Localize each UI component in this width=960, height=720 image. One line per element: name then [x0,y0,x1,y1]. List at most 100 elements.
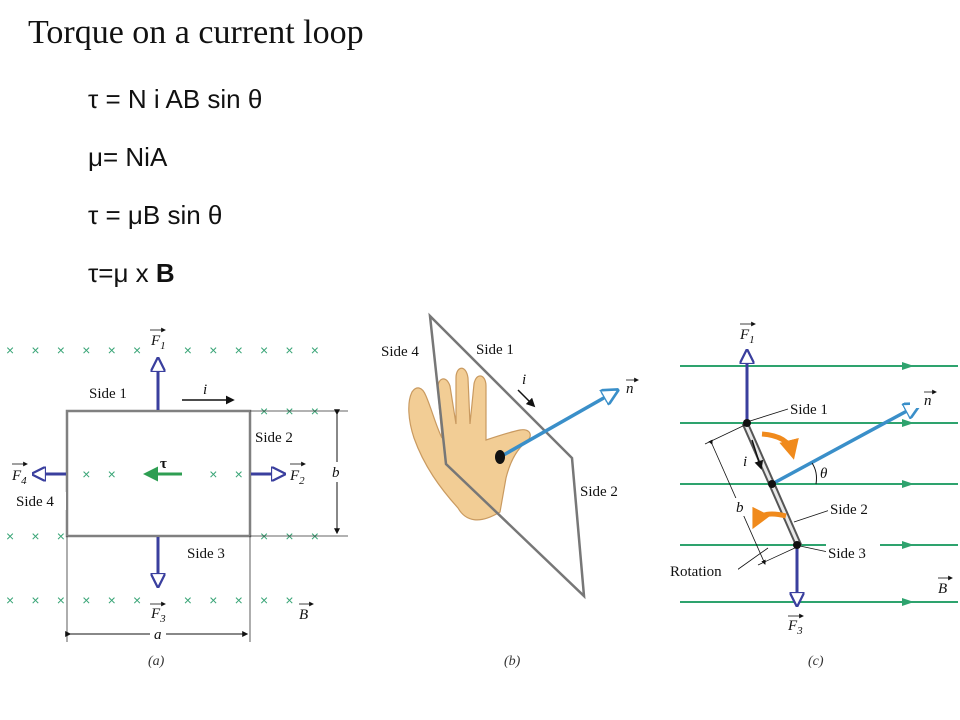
field-x-mark: × [209,592,217,608]
field-x-mark: × [285,592,293,608]
label-backdrop [252,428,304,446]
angle-arc [811,462,817,485]
field-x-marks: ×××××××××××××××××××××××××××××××××××× [6,342,319,608]
current-label: i [203,382,207,398]
equation-torque-cross: τ=μ x B [88,258,175,289]
label-backdrop [910,382,936,408]
side-2-label: Side 2 [255,430,293,446]
equation-magnetic-moment: μ= NiA [88,142,167,173]
field-line-arrowhead [902,598,914,606]
field-x-mark: × [82,592,90,608]
force-f3-label: F3 [787,618,803,637]
mu-symbol: μ [88,142,103,172]
tau-symbol: τ [88,84,99,114]
current-label: i [522,372,526,388]
side-3-label: Side 3 [828,546,866,562]
label-backdrop [788,400,842,418]
force-f2-label: F2 [289,468,305,487]
torque-label: τ [160,456,167,472]
equation-rhs: = NiA [102,142,168,172]
normal-vector-arrow [771,405,918,486]
field-x-mark: × [31,342,39,358]
angle-label: θ [820,466,828,482]
tau-symbol: τ [88,258,99,288]
field-vector-bold: B [155,258,175,288]
label-backdrop [736,316,760,346]
label-backdrop [328,462,346,482]
label-backdrop [826,544,880,562]
field-x-mark: × [108,592,116,608]
side-1-label: Side 1 [476,342,514,358]
normal-vector-arrow [499,391,616,459]
side-3-label: Side 3 [187,546,225,562]
rotation-label: Rotation [670,564,722,580]
dimension-line [704,424,746,445]
field-x-mark: × [285,342,293,358]
caption-c: (c) [808,654,824,669]
height-label: b [332,465,340,481]
leader-line [799,545,829,553]
center-point [768,480,776,488]
leader-line [793,509,831,523]
field-x-mark: × [184,592,192,608]
width-label: a [154,627,162,643]
field-line-arrowhead [902,419,914,427]
figure-b: i n Side 4 Side 1 Side 2 (b) [381,312,639,669]
field-x-mark: × [82,342,90,358]
side-4-label: Side 4 [16,494,54,510]
label-backdrop [86,384,136,402]
current-label: i [743,454,747,470]
label-backdrop [185,544,237,562]
field-line-arrowhead [902,541,914,549]
field-label: B [299,607,308,623]
field-x-mark: × [311,342,319,358]
rotation-arrow-bottom [752,506,787,530]
field-x-mark: × [260,592,268,608]
label-backdrop [784,610,808,638]
field-x-mark: × [209,342,217,358]
equation-rhs: = N i AB sin θ [98,84,263,114]
label-backdrop [668,562,738,580]
equation-rhs: = μB sin θ [98,200,223,230]
field-x-mark: × [6,592,14,608]
field-x-mark: × [235,466,243,482]
force-f1-label: F1 [739,327,755,346]
equation-torque-full: τ = N i AB sin θ [88,84,262,115]
normal-label: n [924,393,932,409]
figure-a: ×××××××××××××××××××××××××××××××××××× b a… [6,322,348,669]
normal-label: n [626,381,634,397]
field-x-mark: × [133,342,141,358]
label-backdrop [828,500,882,518]
side-1-point [743,419,751,427]
field-x-mark: × [57,342,65,358]
figure-c: θ i b Side 1 Side 2 Side 3 Rotation n [668,316,958,669]
right-hand-illustration [408,367,531,521]
field-x-mark: × [209,466,217,482]
caption-b: (b) [504,654,521,669]
field-x-mark: × [6,528,14,544]
tau-symbol: τ [88,200,99,230]
side-4-label: Side 4 [381,344,419,360]
field-x-mark: × [184,342,192,358]
thumb-tip-dot [495,450,505,464]
field-x-mark: × [6,342,14,358]
side-2-label: Side 2 [580,484,618,500]
field-x-mark: × [31,592,39,608]
width-label: b [736,500,744,516]
field-x-mark: × [235,592,243,608]
equation-torque-moment: τ = μB sin θ [88,200,222,231]
side-1-label: Side 1 [89,386,127,402]
field-x-mark: × [57,528,65,544]
equation-rhs: =μ x [98,258,156,288]
field-x-mark: × [82,466,90,482]
field-line-arrowhead [902,362,914,370]
field-x-mark: × [133,592,141,608]
leader-line [736,547,769,571]
field-x-mark: × [57,592,65,608]
rotation-arrow-top [761,431,799,460]
current-loop-plane [428,312,586,600]
force-f3-label: F3 [150,606,166,625]
field-x-mark: × [260,342,268,358]
label-backdrop [10,460,32,488]
